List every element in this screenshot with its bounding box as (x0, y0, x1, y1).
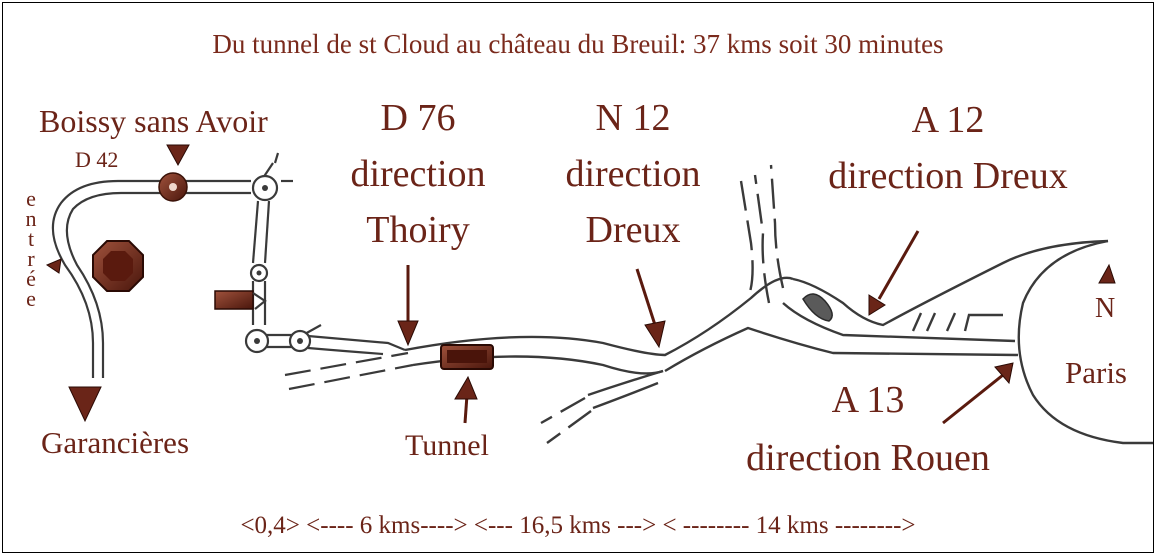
label-boissy: Boissy sans Avoir (39, 103, 268, 139)
label-a12-road: A 12 (911, 99, 985, 141)
label-a12-direction: direction Dreux (828, 155, 1068, 197)
road-map (45, 144, 1153, 445)
label-north: N (1095, 293, 1116, 324)
exit-marker (214, 290, 254, 310)
label-n12-destination: Dreux (585, 209, 681, 251)
label-n12-direction: direction (565, 153, 701, 195)
label-d76-direction: direction (350, 153, 486, 195)
map-title: Du tunnel de st Cloud au château du Breu… (212, 29, 944, 59)
label-a13-direction: direction Rouen (746, 437, 990, 479)
label-garancieres: Garancières (41, 425, 190, 460)
roundabouts (244, 174, 312, 354)
label-tunnel: Tunnel (405, 429, 489, 462)
label-entree: e n t r é e (25, 186, 37, 311)
label-d76-destination: Thoiry (366, 209, 470, 251)
label-d76-road: D 76 (380, 97, 456, 139)
arrow-heads (45, 144, 1116, 423)
interchange-island (802, 293, 833, 322)
arrows (406, 230, 1004, 425)
label-a13-road: A 13 (831, 379, 905, 421)
label-n12-road: N 12 (595, 97, 671, 139)
label-paris: Paris (1065, 355, 1127, 390)
distance-scale: <0,4> <---- 6 kms----> <--- 16,5 kms ---… (240, 512, 916, 539)
label-d42: D 42 (75, 147, 119, 172)
